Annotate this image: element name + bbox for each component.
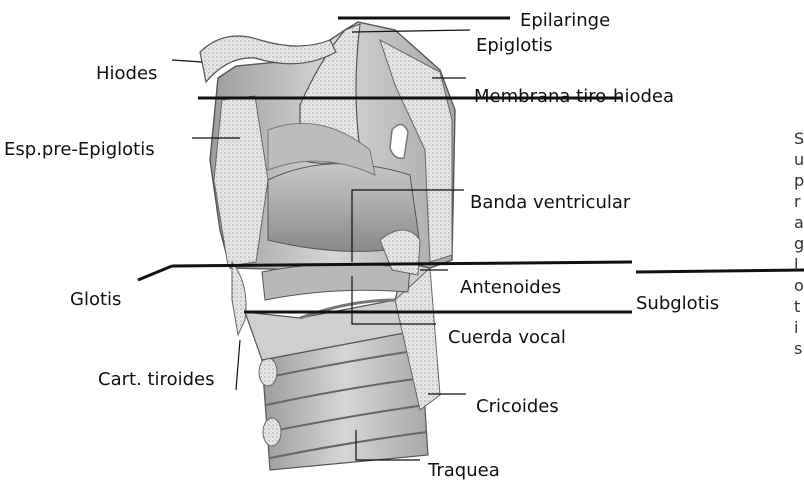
label-cuerda: Cuerda vocal [448, 329, 566, 347]
label-subglotis: Subglotis [636, 295, 719, 313]
label-hiodes: Hiodes [96, 65, 157, 83]
label-esp-pre: Esp.pre-Epiglotis [4, 141, 155, 159]
label-cricoides: Cricoides [476, 398, 559, 416]
side-letter: u [794, 149, 804, 170]
side-letter: i [794, 317, 804, 338]
side-text-clipped: S u p r a g l o t i s [794, 128, 804, 359]
label-epiglotis: Epiglotis [476, 37, 553, 55]
label-antenoides: Antenoides [460, 279, 561, 297]
cart-tiroides-line [236, 340, 240, 390]
thyroid-rim-shape [232, 262, 246, 335]
supraglotis-line [636, 270, 804, 272]
side-letter: t [794, 296, 804, 317]
hiodes-line [172, 60, 202, 62]
label-banda: Banda ventricular [470, 194, 630, 212]
label-glotis: Glotis [70, 291, 121, 309]
side-letter: S [794, 128, 804, 149]
side-letter: l [794, 254, 804, 275]
side-letter: s [794, 338, 804, 359]
label-membrana: Membrana tiro-hiodea [474, 88, 674, 106]
label-traquea: Traquea [428, 462, 500, 480]
side-letter: o [794, 275, 804, 296]
side-letter: g [794, 233, 804, 254]
larynx-illustration [200, 22, 455, 470]
label-epilaringe: Epilaringe [520, 12, 610, 30]
side-letter: r [794, 191, 804, 212]
side-letter: a [794, 212, 804, 233]
larynx-body [210, 22, 455, 300]
glotis-line-tail [138, 266, 172, 280]
side-letter: p [794, 170, 804, 191]
label-cart-tiroides: Cart. tiroides [98, 371, 214, 389]
